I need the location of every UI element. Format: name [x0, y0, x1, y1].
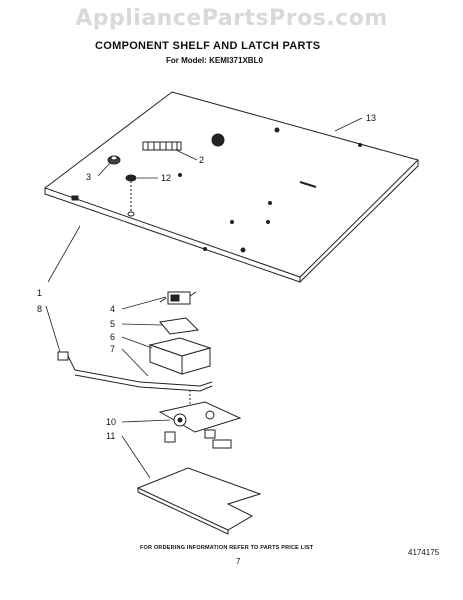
- diagram-title: COMPONENT SHELF AND LATCH PARTS: [95, 40, 321, 52]
- callout-numbers: 13 2 3 12 1 8 4 5 6 7 10 11: [37, 113, 376, 441]
- callout-2: 2: [199, 155, 204, 165]
- insulator-part-5: [159, 317, 200, 335]
- clip-part-8: [57, 351, 76, 371]
- grommet-part-3: [107, 155, 121, 165]
- callout-5: 5: [110, 319, 115, 329]
- base-plate-part-11: [136, 467, 262, 535]
- component-shelf: [43, 91, 419, 283]
- callout-3: 3: [86, 172, 91, 182]
- callout-10: 10: [106, 417, 116, 427]
- callout-6: 6: [110, 332, 115, 342]
- switch-part-4: [159, 291, 197, 305]
- callout-1: 1: [37, 288, 42, 298]
- page-number: 7: [236, 557, 241, 566]
- model-subtitle: For Model: KEMI371XBL0: [166, 56, 263, 65]
- latch-mechanism-part-10: [158, 390, 242, 449]
- callout-13: 13: [366, 113, 376, 123]
- grille-part-2: [142, 141, 182, 151]
- ordering-info-note: FOR ORDERING INFORMATION REFER TO PARTS …: [140, 545, 314, 551]
- bracket-part-6: [148, 337, 212, 375]
- document-number: 4174175: [408, 548, 440, 557]
- callout-11: 11: [106, 431, 115, 441]
- callout-7: 7: [110, 344, 115, 354]
- callout-4: 4: [110, 304, 115, 314]
- callout-12: 12: [161, 173, 171, 183]
- leader-lines: [45, 117, 363, 479]
- callout-8: 8: [37, 304, 42, 314]
- watermark: AppliancePartsPros.com: [75, 6, 388, 31]
- plug-part-12: [125, 174, 137, 217]
- latch-arm-part-7: [74, 369, 213, 392]
